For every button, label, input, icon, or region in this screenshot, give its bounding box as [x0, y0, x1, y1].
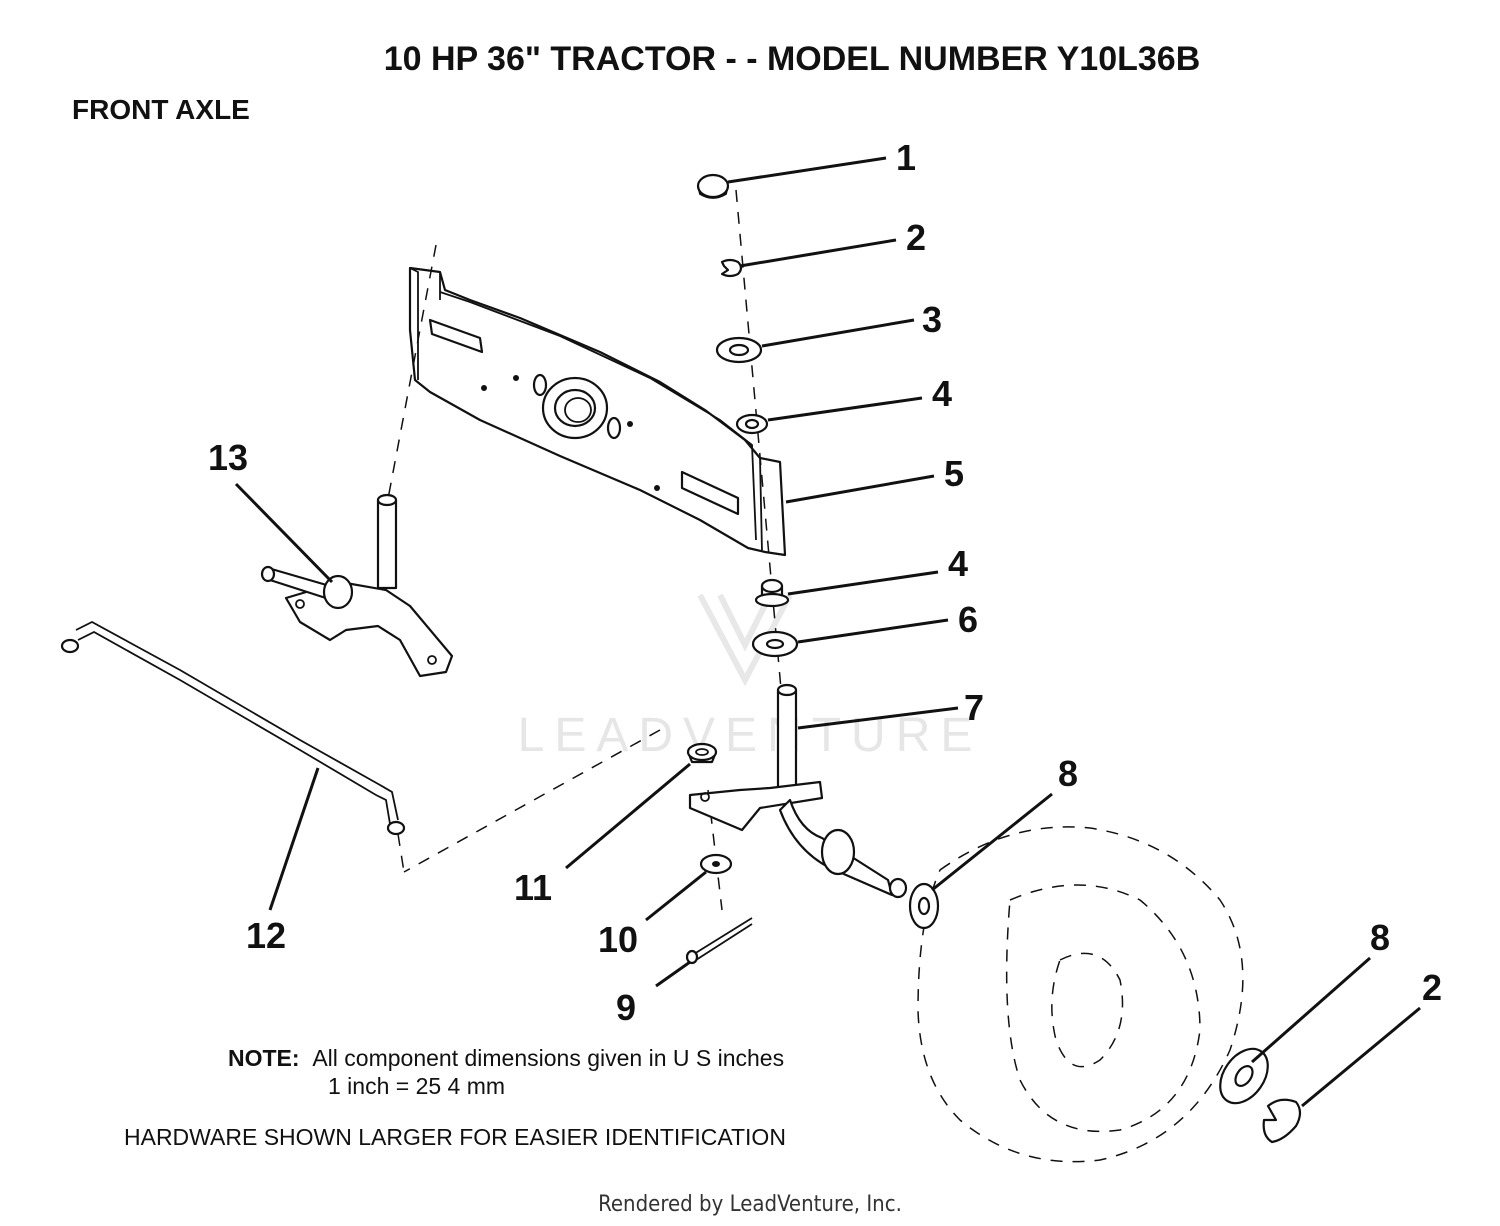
- part-3-washer: [715, 336, 763, 364]
- callout-1: 1: [896, 137, 916, 178]
- callout-3: 3: [922, 299, 942, 340]
- part-7-spindle-right: [688, 683, 908, 899]
- part-10-washer: [699, 853, 733, 875]
- note-line-2: 1 inch = 25 4 mm: [328, 1073, 506, 1099]
- part-8-washer-upper: [908, 882, 940, 930]
- callout-12: 12: [246, 915, 286, 956]
- callout-2-lower: 2: [1422, 967, 1442, 1008]
- hardware-note: HARDWARE SHOWN LARGER FOR EASIER IDENTIF…: [124, 1124, 786, 1150]
- part-1-cap: [696, 173, 730, 199]
- part-9-cotter-pin: [685, 917, 753, 965]
- callout-5: 5: [944, 453, 964, 494]
- part-12-tie-rod: [60, 620, 406, 873]
- left-spindle-axis: [383, 244, 437, 521]
- callout-8-lower: 8: [1370, 917, 1390, 958]
- callout-10: 10: [598, 919, 638, 960]
- callout-2: 2: [906, 217, 926, 258]
- part-4-bushing-lower: [754, 578, 790, 608]
- wheel-outline: [917, 826, 1244, 1163]
- part-11-nut: [686, 742, 718, 764]
- callout-7: 7: [964, 687, 984, 728]
- leader-lines: [234, 156, 1421, 1108]
- callout-6: 6: [958, 599, 978, 640]
- dimension-note: NOTE: All component dimensions given in …: [228, 1044, 784, 1100]
- callout-9: 9: [616, 987, 636, 1028]
- callout-8-upper: 8: [1058, 753, 1078, 794]
- tie-rod-axis: [403, 729, 661, 873]
- note-line-1: All component dimensions given in U S in…: [312, 1045, 785, 1071]
- watermark-text: LEADVENTURE: [517, 709, 983, 762]
- part-4-bushing-upper: [735, 413, 769, 435]
- callout-13: 13: [208, 437, 248, 478]
- callout-4-lower: 4: [948, 543, 968, 584]
- note-label: NOTE:: [228, 1045, 300, 1071]
- watermark-logo: [697, 593, 793, 687]
- part-2-e-ring: [720, 258, 743, 278]
- part-2-e-ring-lower: [1262, 1098, 1302, 1144]
- section-title: FRONT AXLE: [72, 94, 250, 125]
- footer-credit: Rendered by LeadVenture, Inc.: [598, 1192, 902, 1217]
- callout-4-upper: 4: [932, 373, 952, 414]
- page-title: 10 HP 36" TRACTOR - - MODEL NUMBER Y10L3…: [383, 40, 1201, 78]
- part-8-washer-lower: [1219, 1047, 1269, 1105]
- right-spindle-axis: [735, 189, 783, 701]
- front-axle-beam: [408, 266, 787, 557]
- part-6-washer: [751, 630, 799, 658]
- callout-11: 11: [514, 867, 552, 908]
- part-13-spindle-left: [260, 493, 454, 678]
